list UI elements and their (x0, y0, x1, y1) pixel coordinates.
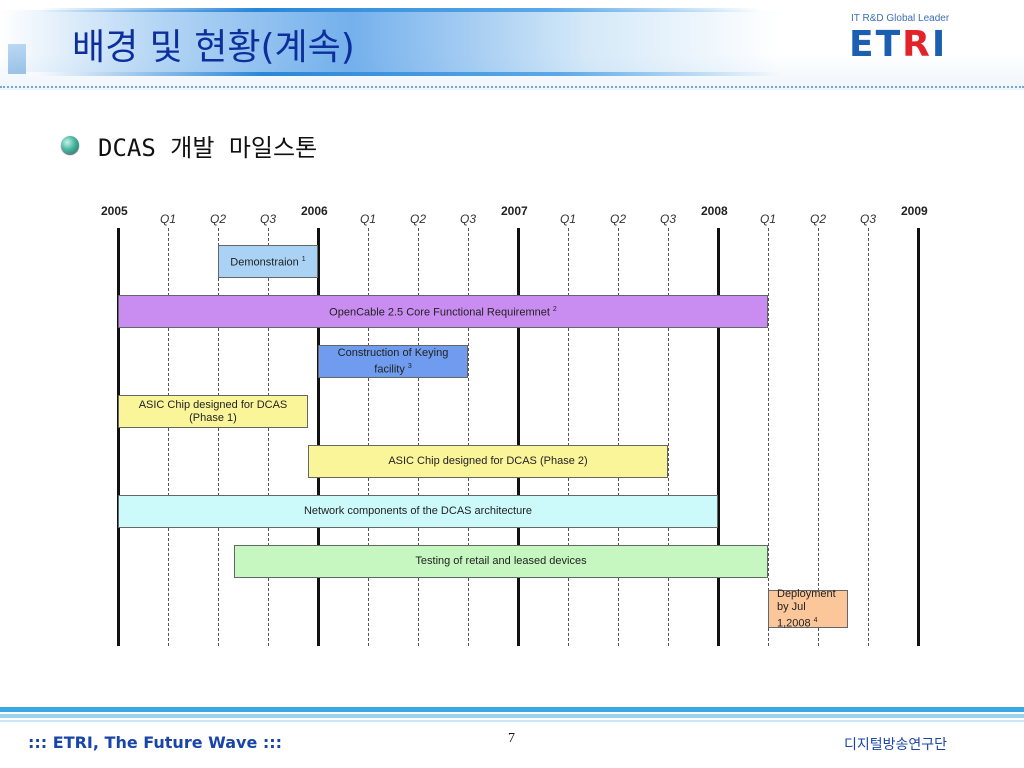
year-label: 2007 (501, 204, 528, 218)
milestone-label: ASIC Chip designed for DCAS (Phase 1) (138, 398, 288, 424)
footer-line (0, 707, 1024, 712)
header: 배경 및 현황(계속) IT R&D Global Leader ETRI (0, 0, 1024, 90)
milestone-bar: OpenCable 2.5 Core Functional Requiremne… (118, 295, 768, 328)
quarter-label: Q3 (460, 212, 477, 226)
logo-text-et: ET (849, 24, 903, 65)
quarter-label: Q2 (410, 212, 427, 226)
bullet-text: DCAS 개발 마일스톤 (98, 134, 318, 162)
year-label: 2006 (301, 204, 328, 218)
milestone-label: Network components of the DCAS architect… (303, 505, 533, 517)
quarter-gridline (418, 228, 419, 646)
quarter-label: Q3 (260, 212, 277, 226)
year-gridline (717, 228, 720, 646)
header-line (40, 8, 760, 12)
quarter-gridline (668, 228, 669, 646)
year-label: 2005 (101, 204, 128, 218)
quarter-label: Q2 (210, 212, 227, 226)
milestone-label: Testing of retail and leased devices (415, 555, 587, 567)
quarter-gridline (268, 228, 269, 646)
milestone-bar: Network components of the DCAS architect… (118, 495, 718, 528)
milestone-note: 1 (301, 256, 306, 264)
logo-text-i: I (931, 24, 948, 65)
quarter-label: Q1 (160, 212, 177, 226)
footer-department: 디지털방송연구단 (844, 737, 948, 753)
quarter-gridline (618, 228, 619, 646)
quarter-gridline (868, 228, 869, 646)
quarter-label: Q2 (810, 212, 827, 226)
year-label: 2008 (701, 204, 728, 218)
quarter-label: Q2 (610, 212, 627, 226)
header-line (40, 72, 780, 76)
milestone-note: 2 (552, 306, 557, 314)
milestone-bar: Testing of retail and leased devices (234, 545, 768, 578)
bullet-sphere-icon (61, 136, 79, 154)
header-divider (0, 86, 1024, 88)
quarter-label: Q3 (660, 212, 677, 226)
logo-text-r: R (902, 24, 932, 65)
milestone-bar: ASIC Chip designed for DCAS (Phase 2) (308, 445, 668, 478)
etri-logo: ETRI (849, 24, 948, 65)
footer-line (0, 714, 1024, 718)
year-gridline (117, 228, 120, 646)
milestone-note: 3 (407, 362, 412, 370)
quarter-label: Q3 (860, 212, 877, 226)
quarter-gridline (768, 228, 769, 646)
milestone-label: ASIC Chip designed for DCAS (Phase 2) (388, 455, 588, 467)
logo-caption: IT R&D Global Leader (851, 13, 950, 24)
year-gridline (517, 228, 520, 646)
quarter-label: Q1 (360, 212, 377, 226)
quarter-gridline (568, 228, 569, 646)
footer-slogan: ::: ETRI, The Future Wave ::: (28, 733, 283, 752)
quarter-gridline (368, 228, 369, 646)
header-band (0, 10, 780, 72)
milestone-label: OpenCable 2.5 Core Functional Requiremne… (329, 306, 557, 319)
milestone-bar: ASIC Chip designed for DCAS (Phase 1) (118, 395, 308, 428)
quarter-gridline (468, 228, 469, 646)
slide-title: 배경 및 현황(계속) (72, 27, 355, 68)
quarter-gridline (218, 228, 219, 646)
year-gridline (317, 228, 320, 646)
quarter-label: Q1 (760, 212, 777, 226)
footer-line (0, 720, 1024, 722)
page-number: 7 (508, 731, 515, 746)
milestone-note: 4 (813, 616, 818, 624)
quarter-gridline (168, 228, 169, 646)
quarter-gridline (818, 228, 819, 646)
quarter-label: Q1 (560, 212, 577, 226)
header-accent (8, 44, 26, 74)
year-gridline (917, 228, 920, 646)
year-label: 2009 (901, 204, 928, 218)
